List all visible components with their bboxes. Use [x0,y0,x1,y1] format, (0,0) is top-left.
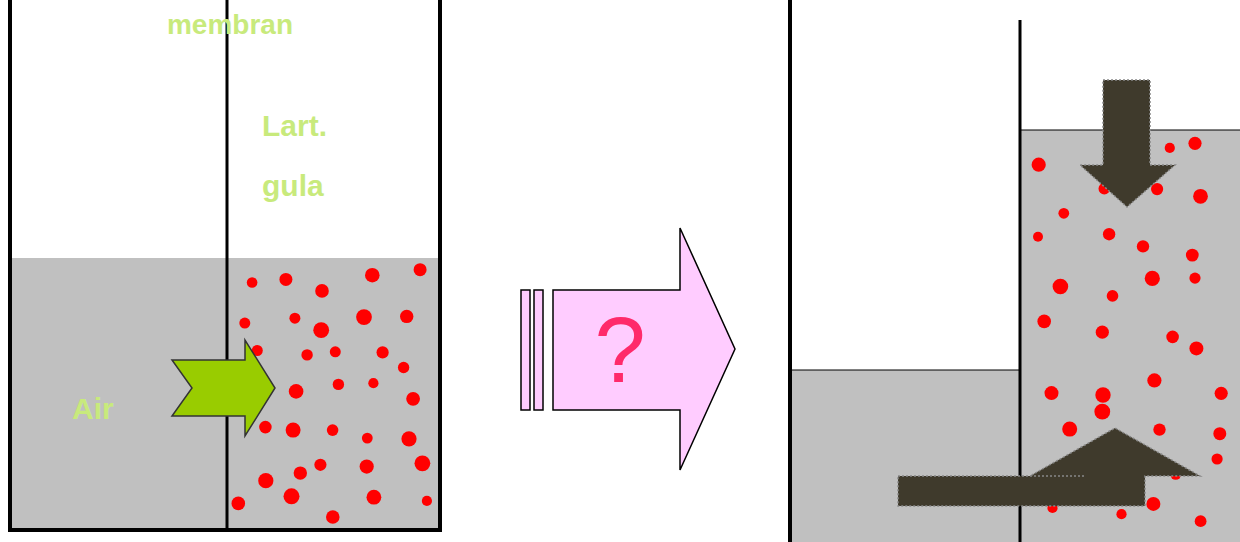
sugar-molecule [289,313,300,324]
sugar-molecule [356,309,372,325]
sugar-molecule [1166,331,1179,344]
sugar-molecule [314,459,326,471]
sugar-molecule [1213,427,1226,440]
sugar-molecule [1188,137,1201,150]
sugar-solution [1020,130,1240,542]
water-level [1020,130,1240,131]
sugar-molecule [1189,273,1200,284]
sugar-molecule [1170,469,1181,480]
water-label: Air [72,392,114,426]
membrane-label: membran [130,8,330,42]
sugar-molecule [284,488,300,504]
pressure-arrow-up [898,428,1200,506]
sugar-molecule [1042,474,1056,488]
sugar-molecule [289,384,304,399]
sugar-molecule [239,318,250,329]
sugar-molecule [279,273,292,286]
question-mark: ? [560,290,680,410]
sugar-molecule [1053,279,1069,295]
sugar-molecule [1215,387,1228,400]
arrow-body [553,228,735,470]
container-wall [10,0,440,530]
sugar-molecule [1058,208,1069,219]
sugar-molecule [360,460,374,474]
sugar-molecule [333,379,344,390]
sugar-molecule [367,490,382,505]
sugar-molecule [1105,164,1116,175]
sugar-molecule [232,497,246,511]
sugar-molecule [1045,386,1059,400]
sugar-molecule [301,349,312,360]
sugar-molecule [1212,453,1223,464]
sugar-molecule [1151,183,1163,195]
sugar-molecule [258,473,273,488]
water-compartment: Air [10,258,227,530]
sugar-molecule [400,310,413,323]
sugar-molecule [1062,422,1077,437]
sugar-molecule [294,466,307,479]
pressure-arrow-down [1080,80,1175,207]
sugar-molecule [1107,290,1119,302]
sugar-molecule [1186,249,1199,262]
sugar-molecule [315,284,329,298]
sugar-molecule [1037,315,1051,329]
sugar-molecule [258,388,269,399]
sugar-molecule [365,268,380,283]
sugar-molecule [401,431,416,446]
sugar-molecule [1165,143,1175,153]
sugar-molecule [326,510,340,524]
sugar-molecule [1103,228,1115,240]
sugar-molecule [1033,232,1043,242]
arrow-bar [521,290,530,410]
sugar-molecule [1096,326,1109,339]
water-level [790,370,1020,371]
sugar-molecule [252,345,263,356]
sugar-molecule [422,496,432,506]
arrow-bar [534,290,543,410]
sugar-molecule [1116,509,1126,519]
sugar-molecule [1146,497,1160,511]
sugar-molecule [327,424,339,436]
membrane-line [1019,20,1022,542]
sugar-molecule [313,322,329,338]
process-arrow: ? [520,226,738,472]
sugar-molecule [1147,373,1161,387]
sugar-molecule [1195,515,1207,527]
sugar-molecule [1137,240,1149,252]
sugar-molecules [232,137,1228,527]
sugar-molecule [1082,459,1095,472]
sugar-molecule [1145,271,1160,286]
sugar-molecule [398,362,409,373]
container-wall [788,0,792,542]
sugar-molecule [415,455,431,471]
sugar-molecule [1189,341,1203,355]
sugar-molecule [1094,404,1110,420]
solution-label: Lart. gula [262,96,362,216]
sugar-molecule [259,421,272,434]
sugar-molecule [414,263,427,276]
sugar-molecule [330,346,341,357]
water-fill [790,370,1020,542]
sugar-solution [227,258,440,530]
sugar-molecule [247,277,258,288]
sugar-molecule [1032,158,1046,172]
sugar-molecule [1099,183,1111,195]
sugar-molecule [1047,503,1057,513]
sugar-molecule [1095,387,1110,402]
sugar-molecule [286,423,301,438]
sugar-molecule [362,433,373,444]
sugar-molecule [406,392,420,406]
sugar-molecule [377,346,389,358]
sugar-molecule [368,378,378,388]
sugar-molecule [1153,423,1165,435]
sugar-molecule [1193,189,1208,204]
